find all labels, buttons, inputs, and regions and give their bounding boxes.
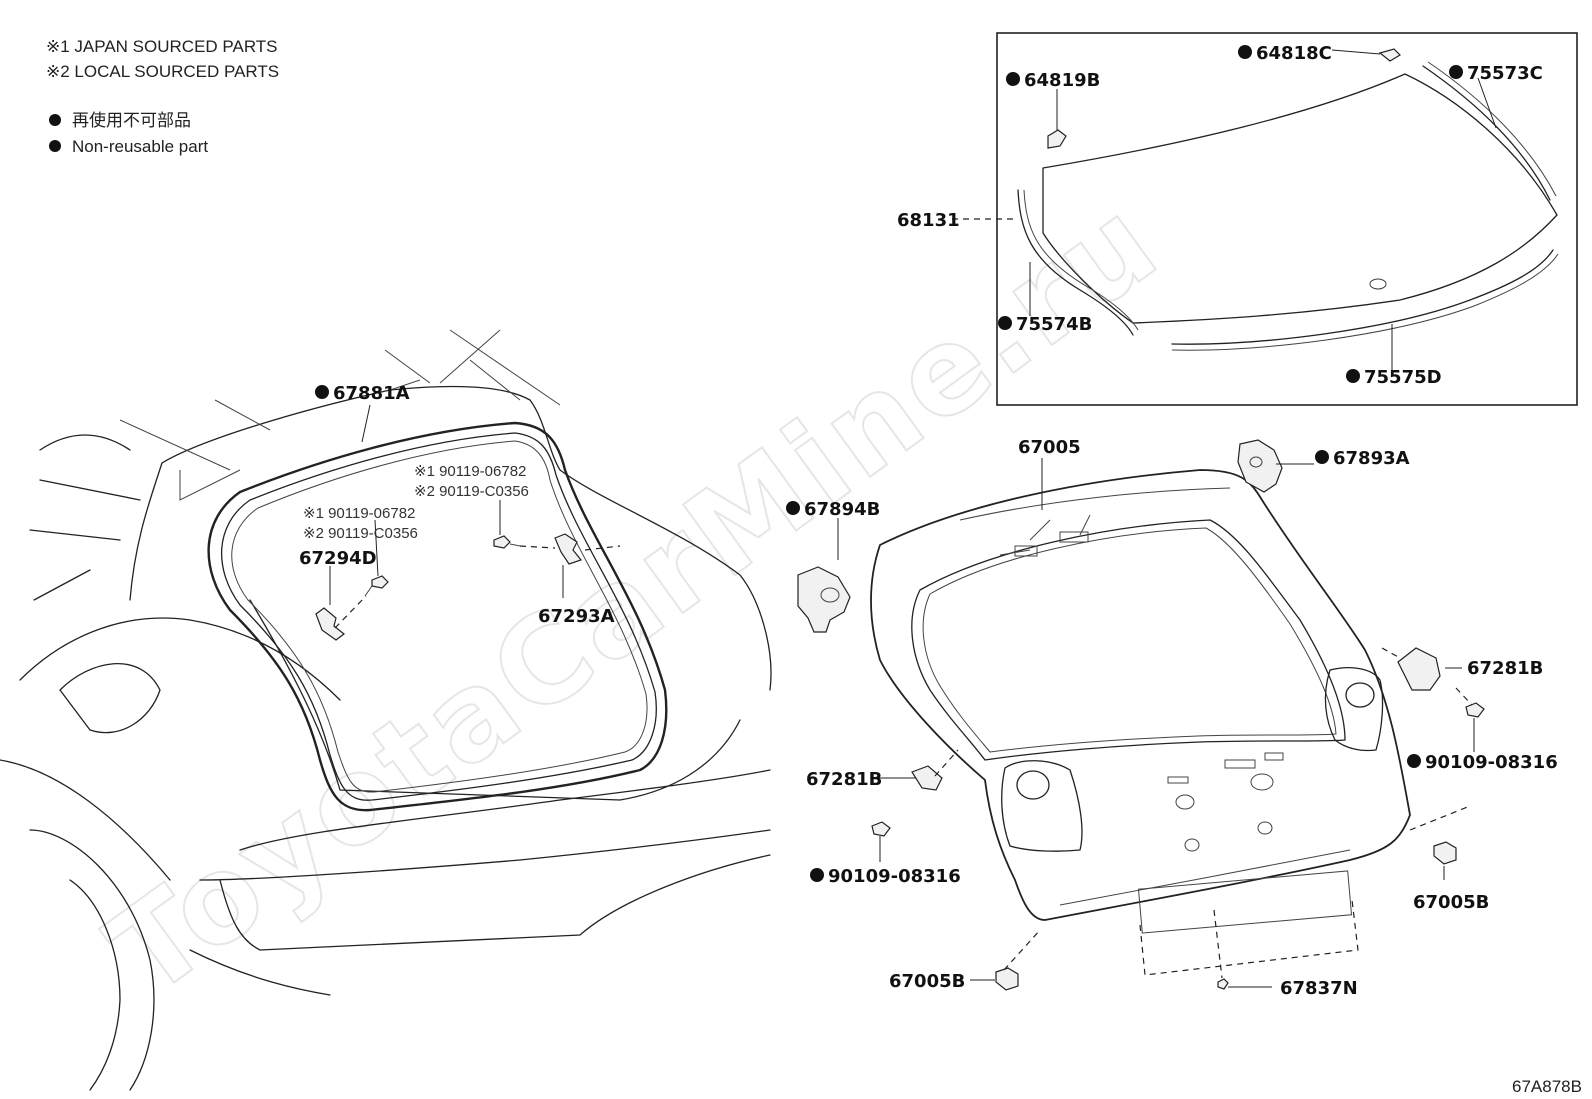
molding-75573C — [1422, 65, 1551, 201]
molding-75574B — [1017, 189, 1134, 336]
weatherstrip-67881A — [207, 421, 668, 812]
callout-67005: 67005 — [1018, 437, 1081, 458]
bumper-67005B-right — [1433, 841, 1457, 865]
nonreusable-dot-90109-right — [1407, 754, 1421, 768]
nonreusable-dot-67881A — [315, 385, 329, 399]
callout-90109-right: 90109-08316 — [1425, 752, 1558, 773]
nonreusable-dot-75574B — [998, 316, 1012, 330]
legend-nonreusable-jp: 再使用不可部品 — [72, 110, 191, 130]
back-glass-inset — [952, 32, 1578, 406]
watermark: ToyotaCarMine.ru — [85, 172, 1184, 1023]
callout-68131: 68131 — [897, 210, 960, 231]
clip-64818C — [1378, 48, 1401, 62]
legend-bullet-en — [49, 140, 61, 152]
bolt-90109-left — [871, 821, 891, 837]
nonreusable-dot-64819B — [1006, 72, 1020, 86]
callout-bolt-b2: ※2 90119-C0356 — [303, 525, 418, 542]
bolt-90109-right — [1465, 702, 1485, 718]
nonreusable-dot-67894B — [786, 501, 800, 515]
callout-67894B: 67894B — [804, 499, 880, 520]
callout-67281B-left: 67281B — [806, 769, 882, 790]
glass-hole — [1369, 278, 1387, 290]
legend-bullet-jp — [49, 114, 61, 126]
callout-bolt-a1: ※1 90119-06782 — [414, 463, 526, 480]
vehicle-rear-body — [0, 329, 772, 1091]
hinge-67293A — [493, 500, 621, 598]
nonreusable-dot-75573C — [1449, 65, 1463, 79]
callout-67005B-left: 67005B — [889, 971, 965, 992]
legend-note-local-sourced: ※2 LOCAL SOURCED PARTS — [46, 62, 279, 81]
callout-75573C: 75573C — [1467, 63, 1543, 84]
hinge-67294D — [315, 519, 389, 641]
callout-67293A: 67293A — [538, 606, 615, 627]
callout-67281B-right: 67281B — [1467, 658, 1543, 679]
callout-67294D: 67294D — [299, 548, 377, 569]
legend: ※1 JAPAN SOURCED PARTS ※2 LOCAL SOURCED … — [46, 37, 279, 156]
clip-64819B — [1047, 129, 1067, 149]
callout-67837N: 67837N — [1280, 978, 1358, 999]
nonreusable-dot-67893A — [1315, 450, 1329, 464]
legend-nonreusable-en: Non-reusable part — [72, 137, 208, 156]
callout-bolt-b1: ※1 90119-06782 — [303, 505, 415, 522]
bolt-left — [371, 575, 389, 589]
diagram-code: 67A878B — [1512, 1077, 1582, 1096]
callout-75575D: 75575D — [1364, 367, 1442, 388]
legend-note-japan-sourced: ※1 JAPAN SOURCED PARTS — [46, 37, 278, 56]
callout-67005B-right: 67005B — [1413, 892, 1489, 913]
callout-67893A: 67893A — [1333, 448, 1410, 469]
nonreusable-dot-90109-left — [810, 868, 824, 882]
callout-64819B: 64819B — [1024, 70, 1100, 91]
callout-90109-left: 90109-08316 — [828, 866, 961, 887]
callout-75574B: 75574B — [1016, 314, 1092, 335]
bumper-67005B-left — [995, 967, 1019, 991]
cushion-67837N — [1217, 978, 1229, 990]
nonreusable-dot-75575D — [1346, 369, 1360, 383]
cover-67894B — [797, 566, 851, 633]
nonreusable-dot-64818C — [1238, 45, 1252, 59]
bolt-right — [493, 535, 511, 549]
stay-67281B-left — [911, 765, 943, 791]
back-door-panel-67005 — [870, 469, 1411, 934]
callout-bolt-a2: ※2 90119-C0356 — [414, 483, 529, 500]
stay-67281B-right — [1397, 647, 1441, 691]
callout-67881A: 67881A — [333, 383, 410, 404]
callout-64818C: 64818C — [1256, 43, 1332, 64]
molding-75575D — [1171, 249, 1554, 345]
